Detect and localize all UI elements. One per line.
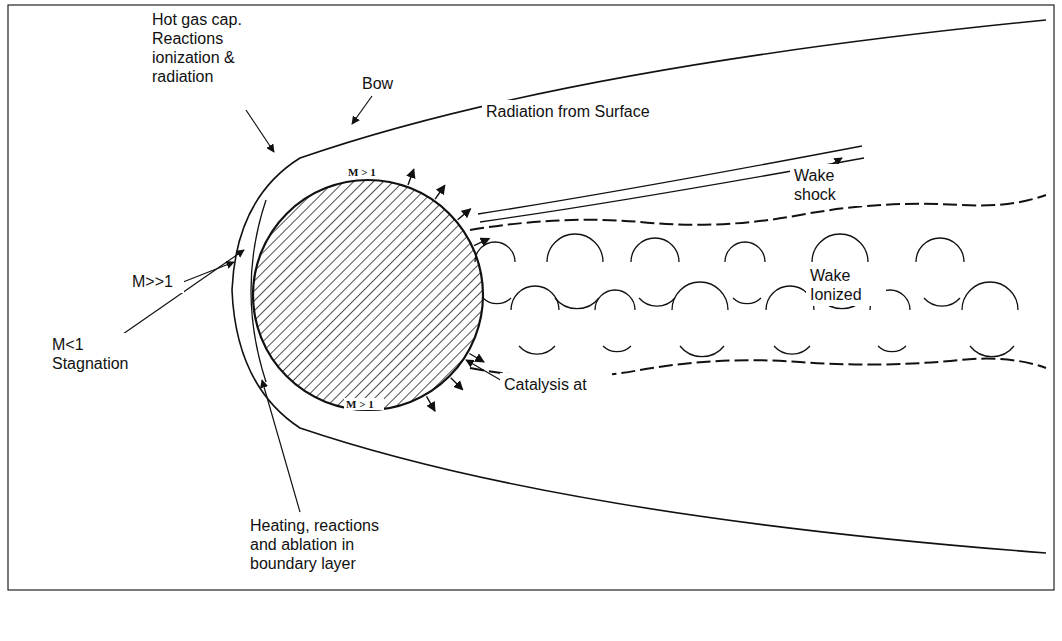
catalysis-label: Catalysis at xyxy=(500,373,612,396)
wake-ionized-label: Wake Ionized xyxy=(806,264,886,306)
hot-gas-cap-label: Hot gas cap. Reactions ionization & radi… xyxy=(148,8,276,88)
bow-label: Bow xyxy=(358,72,408,95)
wake-shock-label: Wake shock xyxy=(790,164,866,206)
radiation-label: Radiation from Surface xyxy=(482,100,660,123)
stagnation-label: M<1 Stagnation xyxy=(48,333,158,375)
mach-small-label: M > 1 xyxy=(346,166,386,178)
boundary-layer-label: Heating, reactions and ablation in bound… xyxy=(246,514,406,575)
mach-label: M>>1 xyxy=(128,270,184,293)
mach-small-label: M > 1 xyxy=(344,398,384,410)
